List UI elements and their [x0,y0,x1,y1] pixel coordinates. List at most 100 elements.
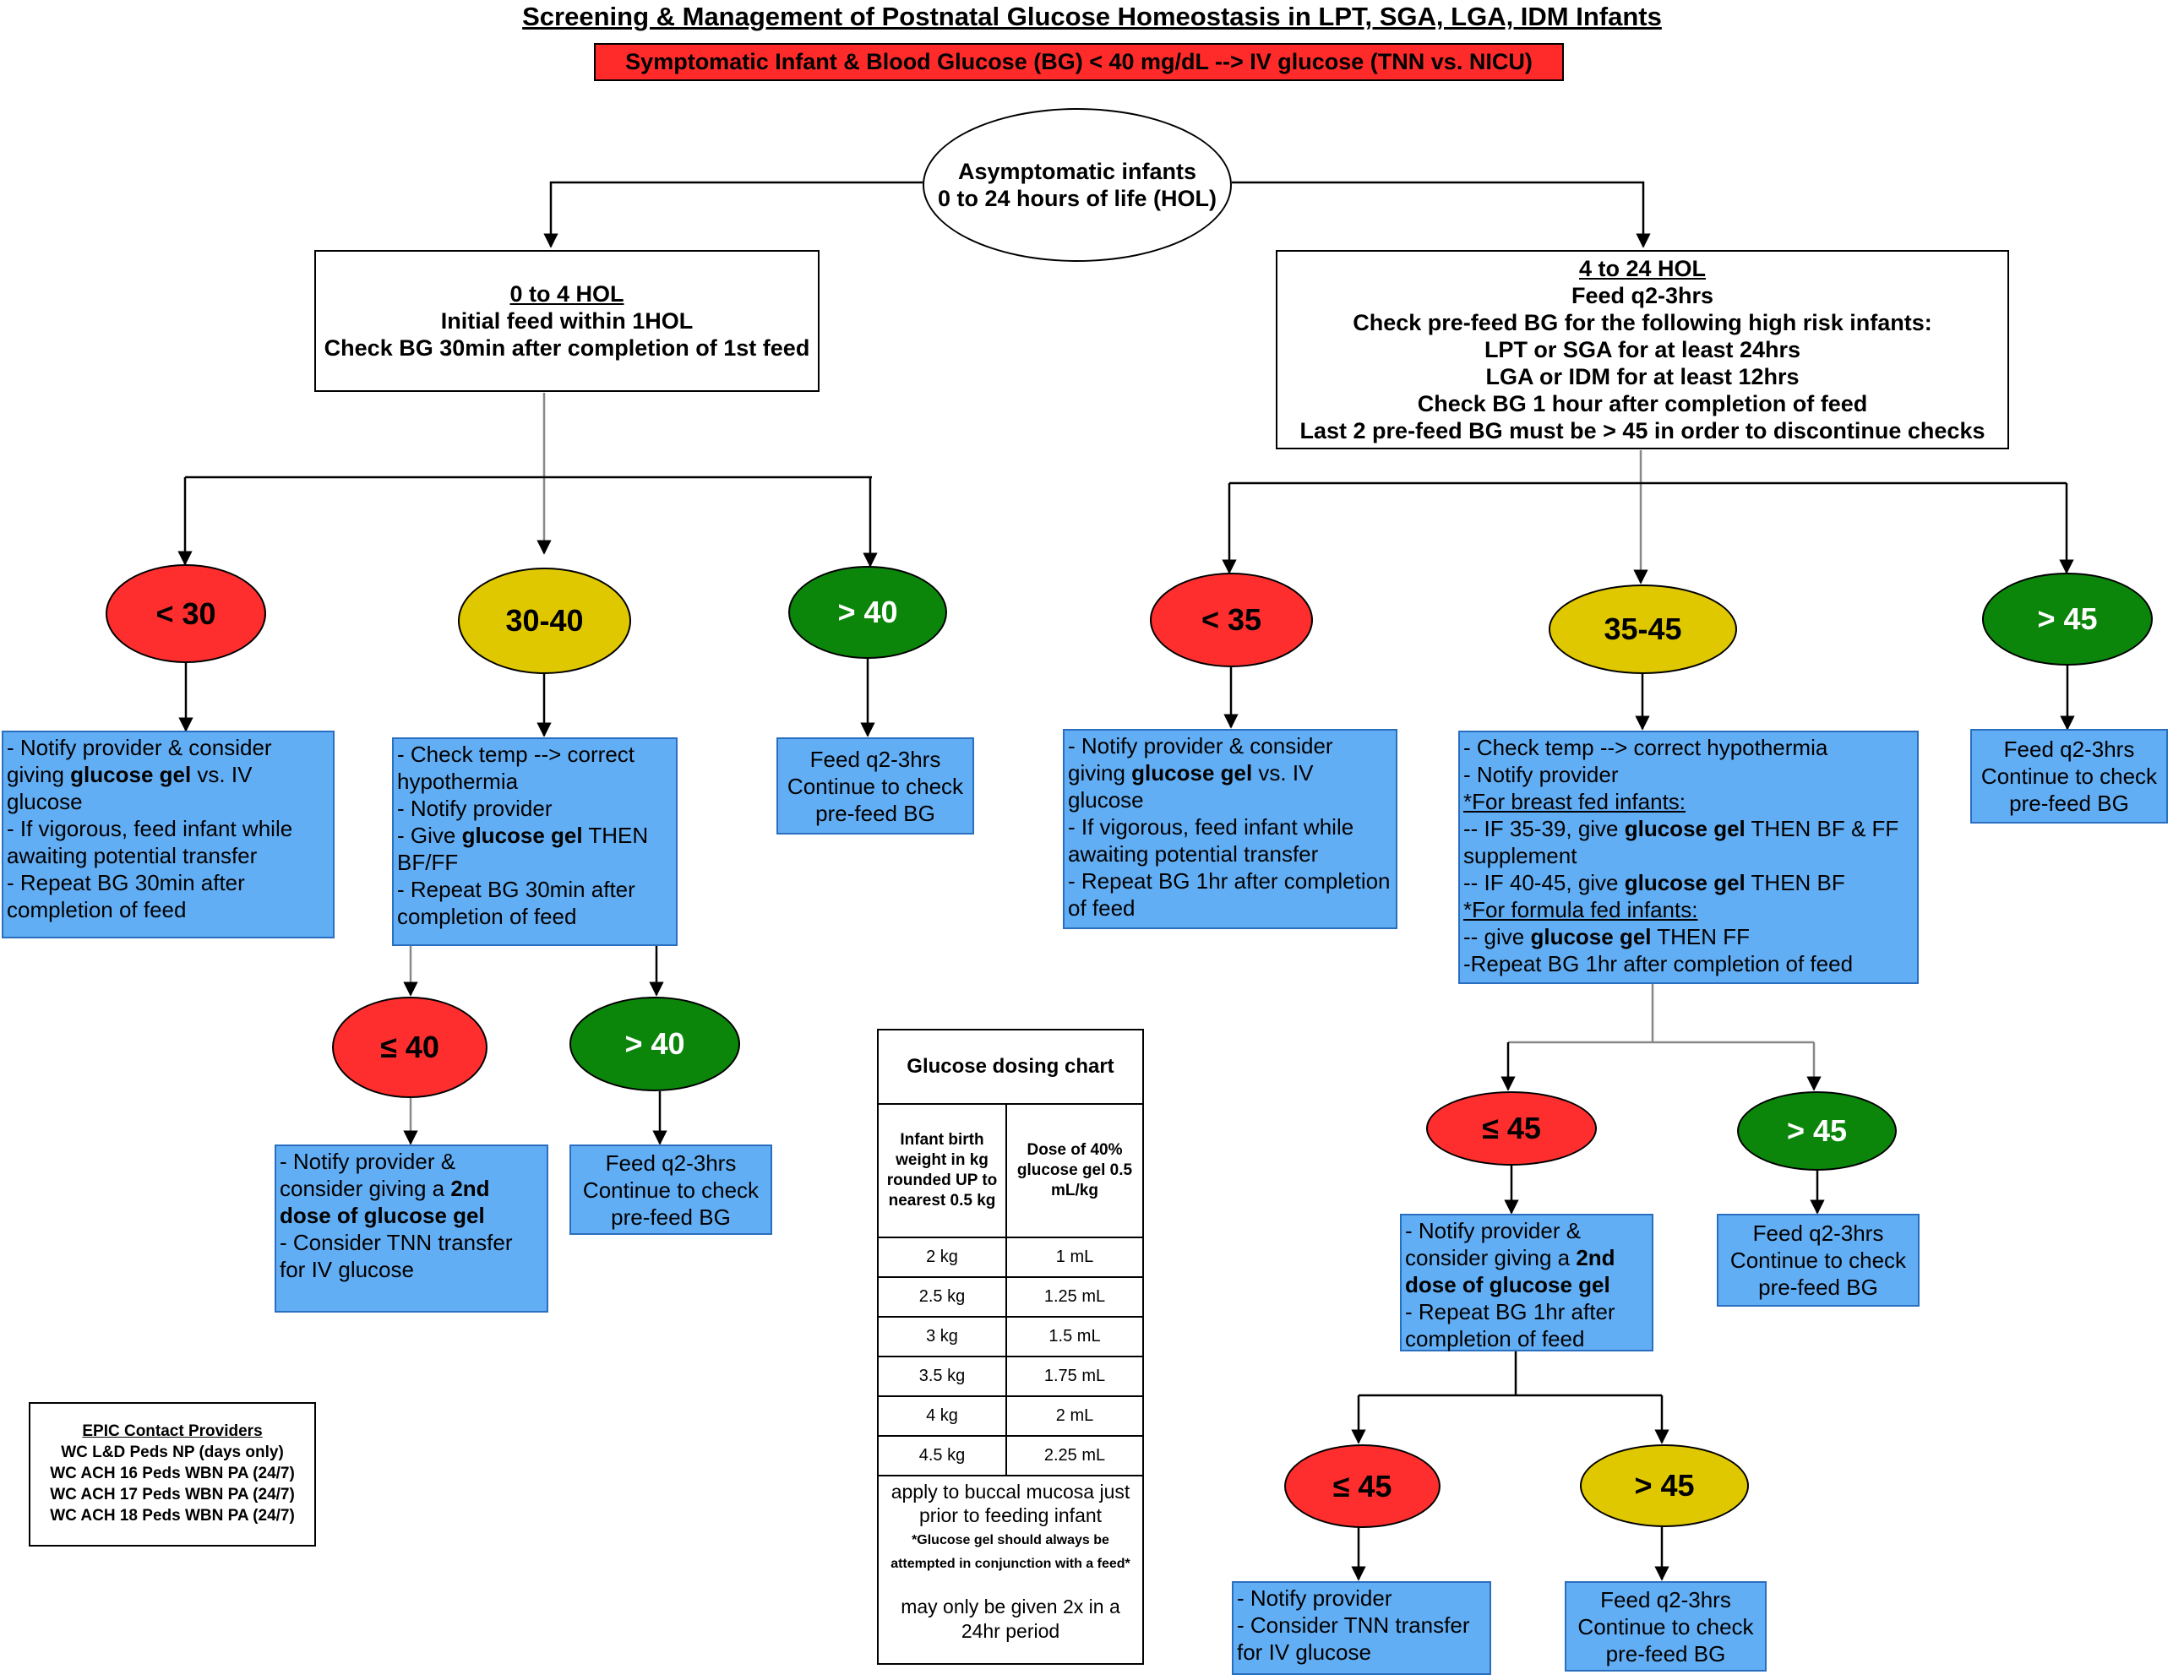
epic-line: WC ACH 16 Peds WBN PA (24/7) [50,1465,295,1482]
start-line-1: Asymptomatic infants [957,159,1197,184]
box-0-to-4-heading: 0 to 4 HOL [509,281,624,307]
note-gt-40: Feed q2-3hrs Continue to check pre-feed … [776,737,974,835]
note-gt-40-sub: Feed q2-3hrs Continue to check pre-feed … [569,1144,772,1235]
note-lt-35: - Notify provider & consider giving gluc… [1063,729,1397,929]
note-line: Continue to check [1980,764,2158,789]
page-title: Screening & Management of Postnatal Gluc… [522,2,1662,31]
dosing-instruction: apply to buccal mucosa just prior to fee… [890,1481,1130,1526]
oval-lt-30: < 30 [106,564,266,663]
note-line: pre-feed BG [2009,791,2129,816]
dosing-weight: 3.5 kg [879,1357,1007,1395]
start-line-2: 0 to 24 hours of life (HOL) [937,186,1217,211]
dosing-header-row: Infant birth weight in kg rounded UP to … [879,1105,1142,1238]
oval-gt-45-sub: > 45 [1737,1091,1897,1171]
note-subheading: *For breast fed infants: [1463,789,1686,814]
dosing-weight: 2.5 kg [879,1278,1007,1316]
dosing-dose: 1 mL [1055,1248,1094,1266]
oval-35-45: 35-45 [1549,584,1737,674]
note-line: Continue to check [1729,1248,1907,1273]
note-text: -- IF 40-45, give [1463,870,1625,895]
note-line: - Check temp --> correct hypothermia [1463,735,1828,760]
note-line: - If vigorous, feed infant while awaitin… [1068,814,1354,867]
note-line: Feed q2-3hrs [1752,1221,1884,1246]
dosing-row: 3.5 kg 1.75 mL [879,1357,1142,1397]
note-line: - Notify provider [1237,1585,1392,1611]
note-bold: glucose gel [1131,760,1253,786]
note-line: pre-feed BG [1605,1640,1726,1666]
epic-line: WC ACH 17 Peds WBN PA (24/7) [50,1486,295,1503]
note-line: Feed q2-3hrs [605,1150,737,1176]
dosing-weight: 4.5 kg [879,1437,1007,1475]
dosing-row: 4 kg 2 mL [879,1397,1142,1437]
note-text: - Notify provider & consider giving a [1405,1218,1582,1270]
note-text: THEN BF/FF [397,823,649,875]
note-text: THEN BF [1745,870,1845,895]
dosing-title: Glucose dosing chart [879,1030,1142,1105]
dosing-weight: 4 kg [879,1397,1007,1435]
note-line: - Notify provider [1463,762,1619,787]
note-line: Continue to check [582,1177,760,1203]
box-4-to-24-line: Check pre-feed BG for the following high… [1353,310,1932,335]
dosing-col-weight: Infant birth weight in kg rounded UP to … [879,1105,1007,1237]
oval-le-45: ≤ 45 [1426,1091,1597,1166]
note-le-40: - Notify provider & consider giving a 2n… [275,1144,548,1313]
note-text: -- give [1463,924,1531,949]
note-text: vs. IV glucose [1068,760,1314,813]
note-line: - Notify provider [397,796,553,821]
note-text: - Notify provider & consider giving [1068,733,1333,786]
oval-le-40: ≤ 40 [332,997,487,1098]
dosing-dose: 2 mL [1055,1406,1094,1425]
note-bold: glucose gel [1530,924,1652,949]
note-line: - Consider TNN transfer for IV glucose [1237,1612,1470,1665]
note-line: Feed q2-3hrs [2003,737,2135,762]
note-line: - If vigorous, feed infant while awaitin… [7,816,293,868]
note-line: Feed q2-3hrs [809,746,941,772]
note-text: - Notify provider & consider giving [7,735,272,787]
dosing-dose: 2.25 mL [1043,1446,1106,1465]
note-line: - Consider TNN transfer for IV glucose [280,1230,513,1282]
note-bold: 2nd dose of glucose gel [280,1176,490,1228]
note-bold: glucose gel [1624,816,1746,841]
note-subheading: *For formula fed infants: [1463,897,1698,922]
note-lt-30: - Notify provider & consider giving gluc… [2,731,335,938]
note-line: pre-feed BG [611,1204,731,1230]
note-text: vs. IV glucose [7,762,253,814]
note-line: - Check temp --> correct hypothermia [397,742,635,794]
dosing-row: 4.5 kg 2.25 mL [879,1437,1142,1476]
note-bold: glucose gel [70,762,192,787]
dosing-footer: apply to buccal mucosa just prior to fee… [879,1476,1142,1647]
note-text: - Give [397,823,462,848]
oval-gt-40: > 40 [788,566,947,659]
glucose-dosing-chart: Glucose dosing chart Infant birth weight… [877,1029,1144,1665]
oval-30-40: 30-40 [458,568,631,674]
note-line: Continue to check [1577,1613,1754,1639]
dosing-dose: 1.5 mL [1048,1327,1101,1346]
symptomatic-banner: Symptomatic Infant & Blood Glucose (BG) … [594,43,1564,81]
oval-gt-45-third: > 45 [1580,1444,1749,1527]
dosing-row: 3 kg 1.5 mL [879,1318,1142,1357]
note-line: Feed q2-3hrs [1600,1586,1731,1612]
box-4-to-24-line: Check BG 1 hour after completion of feed [1417,391,1868,416]
box-4-to-24-line: Last 2 pre-feed BG must be > 45 in order… [1299,418,1985,443]
note-line: -Repeat BG 1hr after completion of feed [1463,951,1854,976]
dosing-limit: may only be given 2x in a 24hr period [901,1596,1120,1642]
dosing-col-dose: Dose of 40% glucose gel 0.5 mL/kg [1016,1141,1133,1199]
start-oval: Asymptomatic infants 0 to 24 hours of li… [923,108,1232,262]
dosing-weight: 3 kg [879,1318,1007,1356]
note-text: - Notify provider & consider giving a [280,1149,456,1201]
note-line: pre-feed BG [815,800,935,826]
epic-line: WC L&D Peds NP (days only) [61,1443,284,1461]
epic-contact-providers: EPIC Contact Providers WC L&D Peds NP (d… [29,1402,316,1547]
note-line: - Repeat BG 1hr after completion of feed [1068,868,1391,921]
note-30-40: - Check temp --> correct hypothermia - N… [392,737,678,946]
note-line: - Repeat BG 30min after completion of fe… [7,870,245,922]
box-0-to-4-line: Check BG 30min after completion of 1st f… [324,335,810,361]
dosing-dose: 1.25 mL [1043,1287,1106,1306]
note-bold: glucose gel [461,823,583,848]
dosing-dose: 1.75 mL [1043,1367,1106,1385]
dosing-note: *Glucose gel should always be attempted … [890,1533,1130,1571]
note-35-45: - Check temp --> correct hypothermia - N… [1458,731,1919,984]
note-text: THEN BF & FF supplement [1463,816,1899,868]
